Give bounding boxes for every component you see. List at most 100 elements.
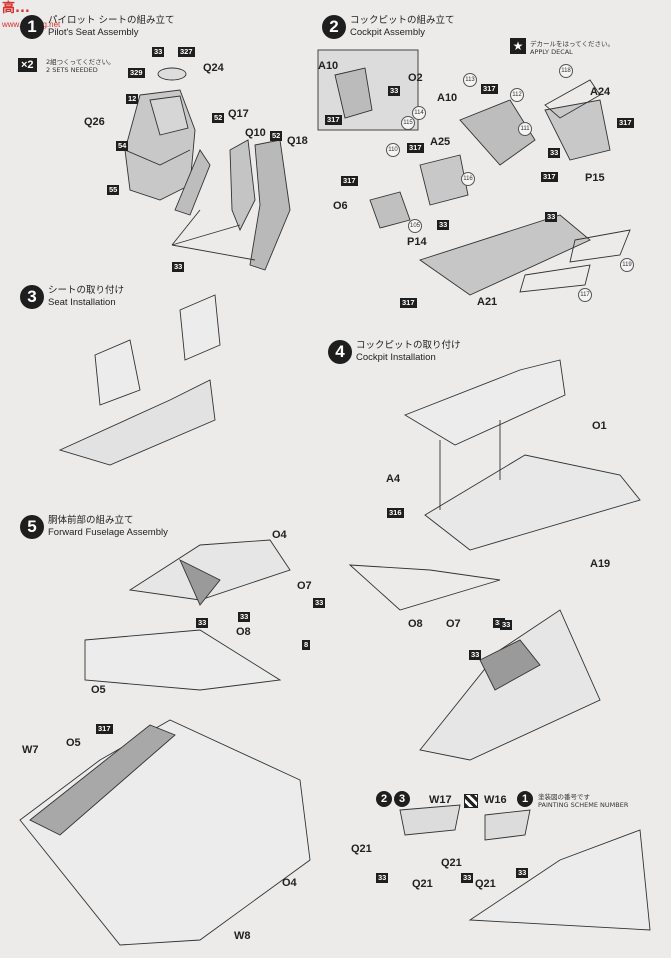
color-tag: 317 (481, 84, 498, 94)
part-label: O5 (91, 684, 106, 696)
decal-pattern-icon (464, 794, 478, 808)
step-3-title-en: Seat Installation (48, 297, 116, 308)
part-label: O8 (236, 626, 251, 638)
scheme-number: 1 (517, 791, 533, 807)
color-tag: 33 (500, 620, 513, 630)
scheme-number: 3 (394, 791, 410, 807)
part-label: O7 (297, 580, 312, 592)
scheme-note: 塗装図の番号です PAINTING SCHEME NUMBER (538, 793, 628, 809)
color-tag: 317 (325, 115, 342, 125)
step-5-title-en: Forward Fuselage Assembly (48, 527, 168, 538)
color-tag: 33 (376, 873, 389, 883)
step-4-title-en: Cockpit Installation (356, 352, 436, 363)
color-tag: 317 (341, 176, 358, 186)
sets-note: 2組つくってください。 2 SETS NEEDED (46, 58, 115, 74)
color-tag: 33 (238, 612, 251, 622)
color-tag: 317 (617, 118, 634, 128)
color-tag: 33 (437, 220, 450, 230)
color-tag: 33 (493, 618, 506, 628)
decal-tag: 114 (412, 106, 426, 120)
part-label: O8 (408, 618, 423, 630)
step-5-title-jp: 胴体前部の組み立て (48, 515, 134, 526)
step-3-title-jp: シートの取り付け (48, 285, 125, 296)
part-label: O1 (592, 420, 607, 432)
color-tag: 317 (541, 172, 558, 182)
color-tag: 12 (126, 94, 139, 104)
star-decal-icon: ★ (510, 38, 526, 54)
decal-tag: 112 (510, 88, 524, 102)
decal-tag: 111 (518, 122, 532, 136)
sets-note-en: 2 SETS NEEDED (46, 66, 98, 74)
color-tag: 317 (400, 298, 417, 308)
color-tag: 52 (270, 131, 283, 141)
color-tag: 8 (302, 640, 311, 650)
part-label: Q26 (84, 116, 105, 128)
part-label: O2 (408, 72, 423, 84)
part-label: P14 (407, 236, 427, 248)
color-tag: 52 (212, 113, 225, 123)
step-1-title-en: Pilot's Seat Assembly (48, 27, 139, 38)
part-label: Q17 (228, 108, 249, 120)
step-1-title-jp: パイロット シートの組み立て (48, 15, 175, 26)
part-label: W17 (429, 794, 452, 806)
part-label: Q21 (351, 843, 372, 855)
decal-tag: 116 (461, 172, 475, 186)
part-label: Q21 (475, 878, 496, 890)
part-label: O7 (446, 618, 461, 630)
step-1-number: 1 (20, 15, 44, 39)
scheme-note-en: PAINTING SCHEME NUMBER (538, 801, 629, 809)
sets-note-jp: 2組つくってください。 (46, 58, 115, 66)
color-tag: 316 (387, 508, 404, 518)
color-tag: 33 (516, 868, 529, 878)
part-label: A4 (386, 473, 401, 485)
decal-tag: 105 (408, 219, 422, 233)
part-label: Q21 (441, 857, 462, 869)
decal-note-jp: デカールをはってください。 (530, 40, 614, 48)
color-tag: 33 (545, 212, 558, 222)
decal-tag: 118 (559, 64, 573, 78)
decal-tag: 113 (463, 73, 477, 87)
color-tag: 33 (469, 650, 482, 660)
step-4-number: 4 (328, 340, 352, 364)
watermark-brand: 高... (2, 1, 30, 16)
part-label: O4 (272, 529, 287, 541)
part-label: A25 (430, 136, 451, 148)
decal-note-en: APPLY DECAL (530, 48, 573, 56)
color-tag: 33 (152, 47, 165, 57)
part-label: W7 (22, 744, 39, 756)
step-2-title-en: Cockpit Assembly (350, 27, 425, 38)
color-tag: 33 (548, 148, 561, 158)
step-2-number: 2 (322, 15, 346, 39)
part-label: O4 (282, 877, 297, 889)
decal-tag: 115 (401, 116, 415, 130)
color-tag: 33 (388, 86, 401, 96)
part-label: Q24 (203, 62, 224, 74)
decal-note: デカールをはってください。 APPLY DECAL (530, 40, 614, 56)
color-tag: 33 (196, 618, 209, 628)
part-label: O6 (333, 200, 348, 212)
part-label: Q18 (287, 135, 308, 147)
part-label: O5 (66, 737, 81, 749)
part-label: A19 (590, 558, 611, 570)
decal-tag: 117 (578, 288, 592, 302)
color-tag: 33 (172, 262, 185, 272)
color-tag: 327 (178, 47, 195, 57)
decal-tag: 119 (620, 258, 634, 272)
part-label: P15 (585, 172, 605, 184)
step-2-title-jp: コックピットの組み立て (350, 15, 455, 26)
color-tag: 33 (461, 873, 474, 883)
color-tag: 317 (96, 724, 113, 734)
decal-tag: 110 (386, 143, 400, 157)
scheme-note-jp: 塗装図の番号です (538, 793, 590, 801)
color-tag: 54 (116, 141, 129, 151)
color-tag: 33 (313, 598, 326, 608)
part-label: A10 (318, 60, 339, 72)
part-label: W8 (234, 930, 251, 942)
part-label: A10 (437, 92, 458, 104)
step-4-title-jp: コックピットの取り付け (356, 340, 461, 351)
